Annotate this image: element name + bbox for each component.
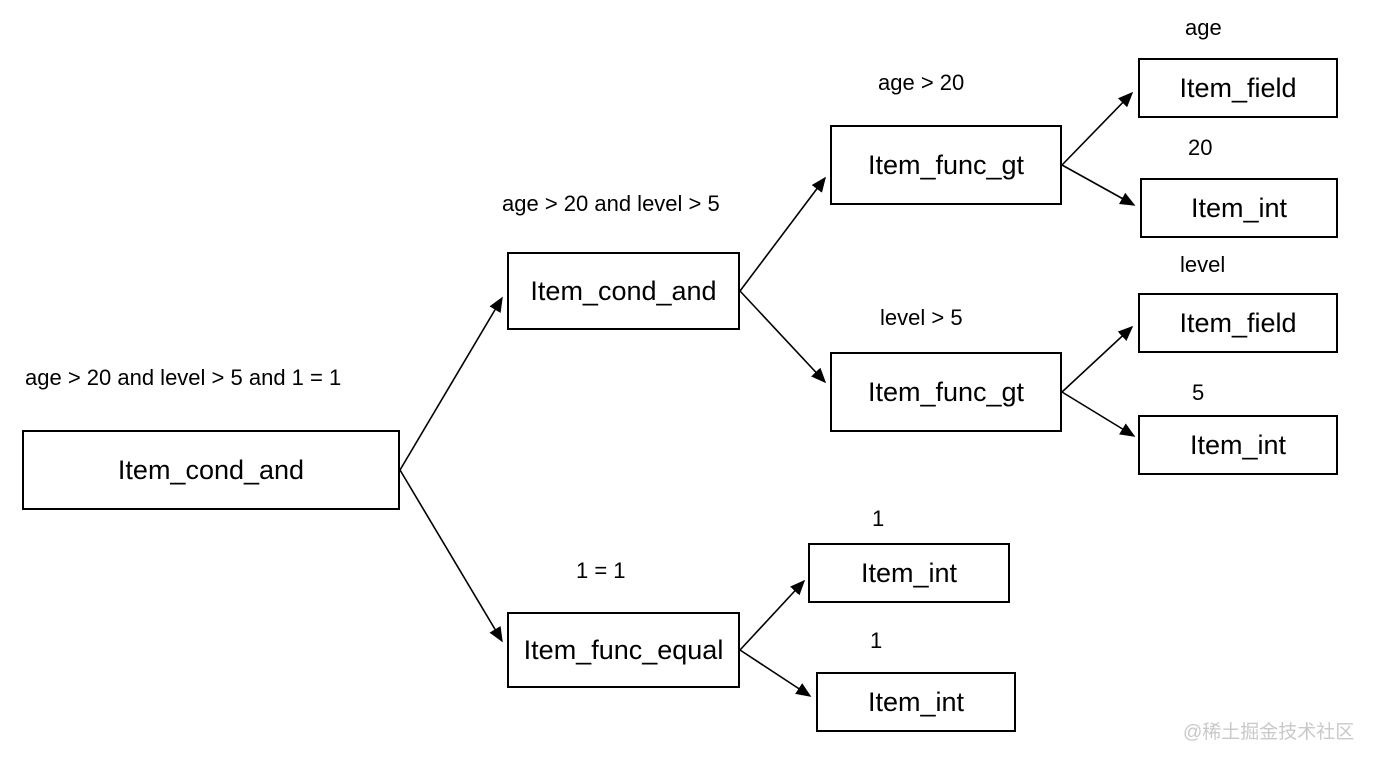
node-label: Item_func_gt <box>867 149 1025 180</box>
edge-root-to-func-equal <box>399 469 503 643</box>
node-item-func-gt-level: Item_func_gt <box>830 352 1062 432</box>
edge-func-gt-level-to-field-level <box>1061 325 1134 393</box>
node-item-int-5: Item_int <box>1138 415 1338 475</box>
watermark: @稀土掘金技术社区 <box>1183 722 1355 743</box>
node-item-cond-and-root: Item_cond_and <box>22 430 400 510</box>
node-label: Item_cond_and <box>530 275 717 306</box>
edge-func-equal... edge-func-gt-level-to-int-5 <box>1061 391 1136 437</box>
edge-func-equal-to-int-1-second <box>739 649 812 697</box>
node-item-func-equal: Item_func_equal <box>507 612 740 688</box>
node-item-int-1-first: Item_int <box>808 543 1010 603</box>
node-label: Item_field <box>1179 72 1297 103</box>
annotation-field-level-value: level <box>1180 252 1226 277</box>
annotation-field-age-value: age <box>1185 15 1222 40</box>
node-item-cond-and-2: Item_cond_and <box>507 252 740 330</box>
node-label: Item_int <box>867 686 965 717</box>
node-label: Item_field <box>1179 307 1297 338</box>
node-label: Item_func_gt <box>867 376 1025 407</box>
edge-cond-and-2-to-func-gt-age <box>739 176 826 292</box>
annotation-int-1-first-value: 1 <box>872 506 885 531</box>
annotation-int-1-second-value: 1 <box>870 628 883 653</box>
node-item-field-age: Item_field <box>1138 58 1338 118</box>
edge-func-gt-age-to-field-age <box>1061 91 1134 166</box>
node-label: Item_int <box>1189 429 1287 460</box>
node-label: Item_func_equal <box>523 634 724 665</box>
node-label: Item_int <box>1190 192 1288 223</box>
annotation-root-expression: age > 20 and level > 5 and 1 = 1 <box>25 365 342 390</box>
node-label: Item_cond_and <box>117 454 305 485</box>
edge-func-equal-to-int-1-first <box>739 579 806 651</box>
node-item-int-1-second: Item_int <box>816 672 1016 732</box>
annotation-func-equal-expression: 1 = 1 <box>576 558 626 583</box>
edge-cond-and-2-to-func-gt-level <box>739 290 827 384</box>
node-label: Item_int <box>860 557 958 588</box>
annotation-int-5-value: 5 <box>1192 380 1205 405</box>
annotation-func-gt-level-expression: level > 5 <box>880 305 963 330</box>
node-item-field-level: Item_field <box>1138 293 1338 353</box>
edge-root-to-cond-and-2 <box>399 296 503 471</box>
annotation-cond-and-2-expression: age > 20 and level > 5 <box>502 191 720 216</box>
annotation-func-gt-age-expression: age > 20 <box>878 70 965 95</box>
node-item-int-20: Item_int <box>1140 178 1338 238</box>
annotation-int-20-value: 20 <box>1188 135 1213 160</box>
node-item-func-gt-age: Item_func_gt <box>830 125 1062 205</box>
edge-func-gt-age-to-int-20 <box>1061 164 1136 206</box>
